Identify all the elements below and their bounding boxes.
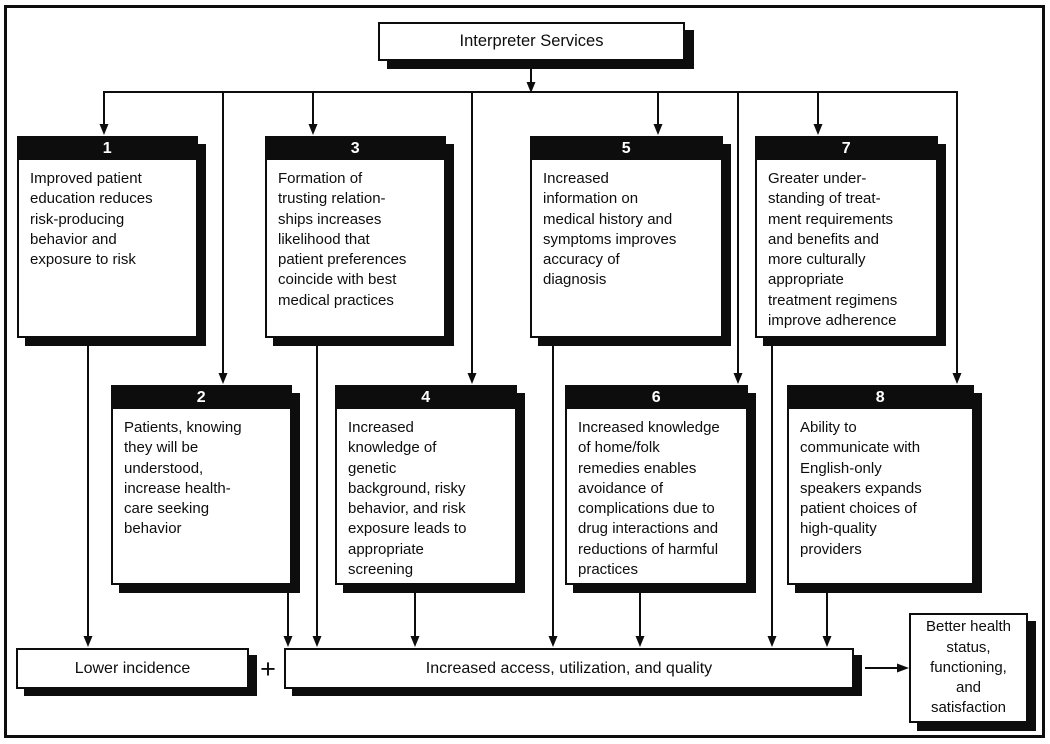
flow-box-7: 7 Greater under- standing of treat- ment…: [755, 136, 938, 338]
flow-box-3: 3 Formation of trusting relation- ships …: [265, 136, 446, 338]
flow-box-7-text: Greater under- standing of treat- ment r…: [768, 170, 898, 329]
flow-box-5: 5 Increased information on medical histo…: [530, 136, 723, 338]
outer-border: [4, 5, 1045, 738]
flow-box-3-number: 3: [267, 138, 444, 160]
better-health-label: Better health status, functioning, and s…: [925, 618, 1012, 717]
title-label: Interpreter Services: [459, 32, 604, 50]
flow-box-8: 8 Ability to communicate with English-on…: [787, 385, 974, 585]
flow-box-4-number: 4: [337, 387, 515, 409]
flow-box-1-text: Improved patient education reduces risk-…: [30, 170, 153, 268]
flow-box-5-number: 5: [532, 138, 721, 160]
flow-box-6-number: 6: [567, 387, 746, 409]
flow-box-2: 2 Patients, knowing they will be underst…: [111, 385, 292, 585]
flow-box-5-text: Increased information on medical history…: [543, 170, 677, 289]
better-health-box: Better health status, functioning, and s…: [909, 613, 1028, 723]
lower-incidence-label: Lower incidence: [74, 659, 191, 677]
flow-box-6-text: Increased knowledge of home/folk remedie…: [578, 419, 720, 578]
increased-access-box: Increased access, utilization, and quali…: [284, 648, 854, 689]
plus-sign: +: [260, 654, 276, 684]
increased-access-label: Increased access, utilization, and quali…: [425, 659, 713, 677]
flow-box-6: 6 Increased knowledge of home/folk remed…: [565, 385, 748, 585]
flow-box-7-number: 7: [757, 138, 936, 160]
flow-box-8-number: 8: [789, 387, 972, 409]
flow-box-2-text: Patients, knowing they will be understoo…: [124, 419, 242, 538]
flow-box-4: 4 Increased knowledge of genetic backgro…: [335, 385, 517, 585]
flow-box-2-number: 2: [113, 387, 290, 409]
flow-box-1-number: 1: [19, 138, 196, 160]
flow-box-8-text: Ability to communicate with English-only…: [800, 419, 922, 558]
title-box-interpreter-services: Interpreter Services: [378, 22, 685, 61]
flow-box-3-text: Formation of trusting relation- ships in…: [278, 170, 407, 309]
flow-box-4-text: Increased knowledge of genetic backgroun…: [348, 419, 467, 578]
lower-incidence-box: Lower incidence: [16, 648, 249, 689]
flow-box-1: 1 Improved patient education reduces ris…: [17, 136, 198, 338]
